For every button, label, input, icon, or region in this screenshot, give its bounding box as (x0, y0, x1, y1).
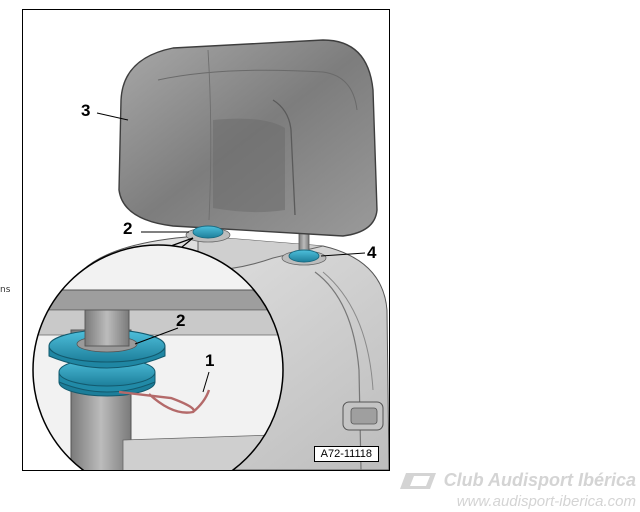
cropped-edge-text: ns (0, 285, 11, 295)
figure-reference-code: A72-11118 (313, 446, 379, 462)
watermark: Club Audisport Ibérica www.audisport-ibe… (399, 470, 636, 510)
callout-2-detail-sleeve: 2 (176, 311, 186, 330)
diagram-figure: 3 2 4 2 1 A72-11118 (22, 9, 390, 471)
callout-4-guide-sleeve: 4 (367, 243, 377, 262)
headrest-illustration (32, 39, 389, 470)
guide-sleeve-left (185, 225, 231, 243)
callout-1-retaining-wire: 1 (205, 351, 215, 370)
callout-2-guide-sleeve: 2 (123, 219, 133, 238)
watermark-logo-icon (399, 473, 436, 490)
headrest (118, 39, 378, 237)
guide-sleeve-right (281, 249, 327, 266)
detail-view (32, 244, 284, 470)
callout-3-headrest: 3 (81, 101, 91, 120)
watermark-url: www.audisport-iberica.com (456, 493, 636, 510)
watermark-title: Club Audisport Ibérica (443, 470, 636, 490)
